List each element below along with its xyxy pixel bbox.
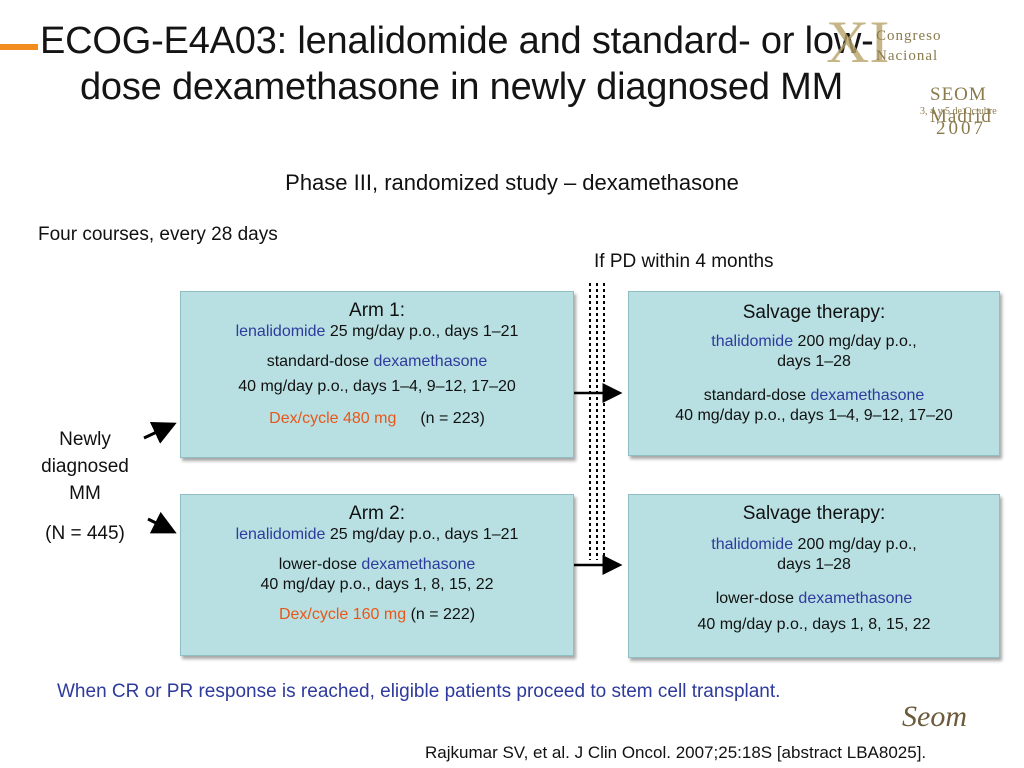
salvage-2-dex-line: lower-dose dexamethasone (629, 589, 999, 609)
society-logo: Seom (902, 700, 976, 740)
slide-title: ECOG-E4A03: lenalidomide and standard- o… (40, 18, 1000, 110)
arm-1-drug-line: lenalidomide 25 mg/day p.o., days 1–21 (181, 322, 573, 342)
arm-1-drug: lenalidomide (235, 323, 326, 340)
progression-note: If PD within 4 months (594, 251, 774, 272)
arm-1-dex-cycle: Dex/cycle 480 mg (269, 410, 397, 427)
salvage-2-drug-line: thalidomide 200 mg/day p.o., (629, 535, 999, 555)
arm-1-drug-dose: 25 mg/day p.o., days 1–21 (325, 323, 519, 340)
salvage-2-dex-prefix: lower-dose (715, 590, 799, 607)
salvage-2-drug-dose: 200 mg/day p.o., (793, 536, 917, 553)
transplant-note: When CR or PR response is reached, eligi… (57, 681, 781, 702)
congress-logo-dates: 3, 4 y 5 de Octubre (920, 106, 997, 117)
population-label-line-3: MM (69, 483, 101, 504)
congress-logo-line-1: Congreso (876, 28, 942, 44)
arm-1-dex-dose: 40 mg/day p.o., days 1–4, 9–12, 17–20 (238, 378, 516, 395)
congress-logo-year: 2007 (936, 118, 986, 139)
salvage-1-dex-line: standard-dose dexamethasone (629, 386, 999, 406)
salvage-2-heading: Salvage therapy: (742, 503, 886, 524)
population-label: Newly diagnosed MM (20, 426, 150, 507)
salvage-1-drug-days: days 1–28 (777, 353, 851, 370)
arm-2-drug: lenalidomide (235, 526, 326, 543)
title-accent-bar (0, 44, 38, 50)
salvage-1-dex-dose: 40 mg/day p.o., days 1–4, 9–12, 17–20 (675, 407, 953, 424)
arrow-to-arm1 (143, 422, 177, 444)
courses-note: Four courses, every 28 days (38, 224, 278, 245)
slide-title-line-2: dose dexamethasone in newly diagnosed MM (80, 66, 844, 108)
arm-1-heading: Arm 1: (349, 300, 405, 321)
arm-2-drug-dose: 25 mg/day p.o., days 1–21 (325, 526, 519, 543)
arm-2-dex-line: lower-dose dexamethasone (181, 555, 573, 575)
salvage-1-dex-name: dexamethasone (810, 387, 925, 404)
arm-2-dex-prefix: lower-dose (278, 556, 362, 573)
salvage-1-drug-line: thalidomide 200 mg/day p.o., (629, 332, 999, 352)
salvage-1-drug: thalidomide (711, 333, 794, 350)
arm-1-n: (n = 223) (420, 410, 485, 427)
society-logo-text: Seom (902, 700, 967, 733)
population-n: (N = 445) (45, 523, 125, 544)
salvage-2-drug: thalidomide (711, 536, 794, 553)
salvage-1-dex-prefix: standard-dose (703, 387, 811, 404)
arm-2-box: Arm 2: lenalidomide 25 mg/day p.o., days… (180, 494, 574, 656)
salvage-2-dex-name: dexamethasone (798, 590, 913, 607)
population-label-line-2: diagnosed (41, 456, 129, 477)
population-label-line-1: Newly (59, 429, 111, 450)
salvage-1-box: Salvage therapy: thalidomide 200 mg/day … (628, 291, 1000, 456)
arm-1-box: Arm 1: lenalidomide 25 mg/day p.o., days… (180, 291, 574, 458)
congress-logo-line-3: SEOM Madrid (930, 84, 992, 127)
arm-2-heading: Arm 2: (349, 503, 405, 524)
arm-1-dex-line: standard-dose dexamethasone (181, 352, 573, 372)
arm-2-drug-line: lenalidomide 25 mg/day p.o., days 1–21 (181, 525, 573, 545)
salvage-2-dex-dose: 40 mg/day p.o., days 1, 8, 15, 22 (697, 616, 931, 633)
arm-1-dex-name: dexamethasone (373, 353, 488, 370)
salvage-1-heading: Salvage therapy: (742, 302, 886, 323)
arm-2-n: (n = 222) (410, 606, 476, 623)
arrow-to-arm2 (147, 511, 177, 534)
arm-2-dex-cycle-line: Dex/cycle 160 mg (n = 222) (181, 605, 573, 625)
arm-2-dex-dose: 40 mg/day p.o., days 1, 8, 15, 22 (260, 576, 494, 593)
congress-logo-numeral: XI (826, 9, 890, 75)
arm-2-dex-name: dexamethasone (361, 556, 476, 573)
arm-1-dex-prefix: standard-dose (266, 353, 374, 370)
arm-2-dex-cycle: Dex/cycle 160 mg (278, 606, 407, 623)
congress-logo-line-2: Nacional (876, 48, 939, 64)
salvage-2-box: Salvage therapy: thalidomide 200 mg/day … (628, 494, 1000, 658)
study-subtitle: Phase III, randomized study – dexamethas… (285, 170, 739, 195)
slide-title-line-1: ECOG-E4A03: lenalidomide and standard- o… (40, 20, 874, 62)
citation: Rajkumar SV, et al. J Clin Oncol. 2007;2… (425, 743, 927, 762)
salvage-1-drug-dose: 200 mg/day p.o., (793, 333, 917, 350)
salvage-2-drug-days: days 1–28 (777, 556, 851, 573)
arm-1-dex-cycle-line: Dex/cycle 480 mg (n = 223) (181, 409, 573, 429)
